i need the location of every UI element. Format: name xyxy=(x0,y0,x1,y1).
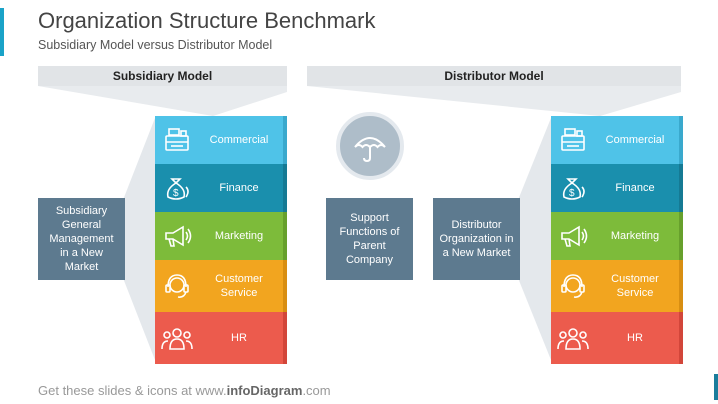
megaphone-icon xyxy=(561,225,588,247)
commercial-block: Commercial xyxy=(551,116,683,164)
money-bag-icon: $ xyxy=(562,178,585,200)
hr-block: HR xyxy=(551,312,683,364)
svg-text:$: $ xyxy=(569,188,575,199)
cash-register-icon xyxy=(165,128,189,151)
marketing-label: Marketing xyxy=(610,230,660,242)
cash-register-icon xyxy=(561,128,585,151)
commercial-label: Commercial xyxy=(605,134,665,146)
hr-label: HR xyxy=(231,332,247,344)
marketing-label: Marketing xyxy=(214,230,264,242)
distributor-band xyxy=(307,66,681,86)
hr-block: HR xyxy=(155,312,287,364)
footer-prefix: Get these slides & icons at www. xyxy=(38,383,227,398)
customer-service-label: Customer Service xyxy=(611,273,659,299)
distributor-function-stack: Commercial $ Finance Marketing Customer … xyxy=(551,116,683,364)
headset-icon xyxy=(165,274,189,298)
headset-icon xyxy=(561,274,585,298)
subsidiary-funnel xyxy=(123,118,155,360)
footer-suffix: .com xyxy=(302,383,331,398)
subsidiary-model-label: Subsidiary Model xyxy=(112,69,213,83)
svg-text:$: $ xyxy=(173,188,179,199)
distributor-organization-box: Distributor Organization in a New Market xyxy=(433,198,520,280)
finance-block: $ Finance xyxy=(155,164,287,212)
marketing-block: Marketing xyxy=(155,212,287,260)
page-subtitle: Subsidiary Model versus Distributor Mode… xyxy=(38,38,273,52)
commercial-block: Commercial xyxy=(155,116,287,164)
support-functions-box: Support Functions of Parent Company xyxy=(326,198,413,280)
customer-service-block: Customer Service xyxy=(551,260,683,312)
right-accent-bar xyxy=(714,374,718,400)
distributor-model-label: Distributor Model xyxy=(444,69,544,83)
hr-label: HR xyxy=(627,332,643,344)
customer-service-label: Customer Service xyxy=(215,273,263,299)
subsidiary-band-taper xyxy=(38,86,287,116)
left-accent-bar xyxy=(0,8,4,56)
people-icon xyxy=(161,328,193,350)
people-icon xyxy=(557,328,589,350)
marketing-block: Marketing xyxy=(551,212,683,260)
megaphone-icon xyxy=(165,225,192,247)
finance-label: Finance xyxy=(615,182,655,194)
finance-label: Finance xyxy=(219,182,259,194)
subsidiary-management-box: Subsidiary General Management in a New M… xyxy=(38,198,125,280)
footer-brand: infoDiagram xyxy=(226,383,303,398)
subsidiary-function-stack: Commercial $ Finance Marketing Customer … xyxy=(155,116,287,364)
distributor-funnel xyxy=(518,118,551,360)
money-bag-icon: $ xyxy=(166,178,189,200)
page-title: Organization Structure Benchmark xyxy=(38,8,376,33)
footer-credit: Get these slides & icons at www.infoDiag… xyxy=(38,383,331,398)
distributor-band-taper xyxy=(307,86,681,116)
subsidiary-band xyxy=(38,66,287,86)
umbrella-icon-circle xyxy=(336,112,404,180)
customer-service-block: Customer Service xyxy=(155,260,287,312)
finance-block: $ Finance xyxy=(551,164,683,212)
commercial-label: Commercial xyxy=(209,134,269,146)
umbrella-icon xyxy=(354,137,386,163)
